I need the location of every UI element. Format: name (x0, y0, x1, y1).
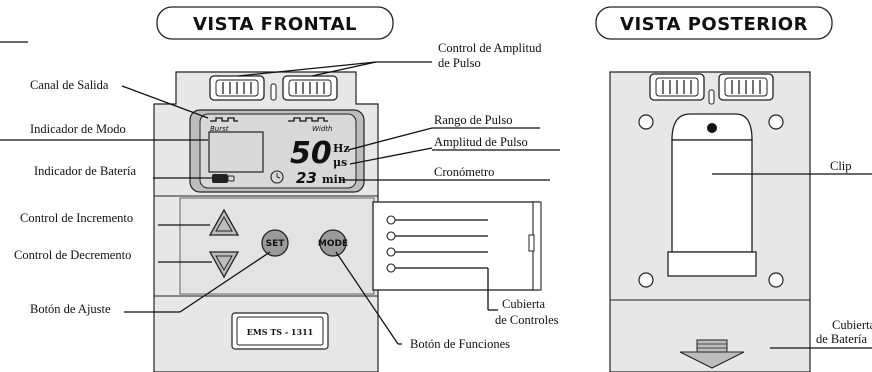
label-amplitude-control-2: de Pulso (438, 56, 481, 70)
lcd-unit-us: μs (333, 156, 347, 169)
label-output-channel: Canal de Salida (30, 78, 109, 92)
set-button[interactable]: SET (261, 229, 289, 257)
label-decrement-control: Control de Decremento (14, 248, 131, 262)
model-label: EMS TS - 1311 (247, 327, 313, 337)
lcd-width: Width (312, 125, 333, 133)
label-battery-cover-2: de Batería (816, 332, 867, 346)
label-amplitude-control-1: Control de Amplitud (438, 41, 542, 55)
lcd-minutes: 23 (296, 169, 317, 187)
label-pulse-amplitude: Amplitud de Pulso (434, 135, 528, 149)
amplitude-knob-left[interactable] (209, 75, 265, 101)
front-leader-lines (0, 61, 560, 345)
lcd-min-label: min (322, 173, 346, 186)
svg-text:SET: SET (266, 239, 286, 249)
rear-title: VISTA POSTERIOR (620, 14, 808, 35)
screw-hole-icon (768, 272, 784, 288)
increment-button[interactable] (208, 208, 240, 236)
decrement-button[interactable] (208, 251, 240, 279)
rear-leader-lines (712, 173, 872, 349)
knob-divider (270, 83, 277, 101)
amplitude-knob-right[interactable] (282, 75, 338, 101)
label-pulse-rate: Rango de Pulso (434, 113, 512, 127)
screw-hole-icon (638, 272, 654, 288)
model-plate: EMS TS - 1311 (231, 312, 329, 350)
label-clip: Clip (830, 159, 852, 173)
battery-icon (212, 174, 235, 183)
front-title-box: VISTA FRONTAL (156, 6, 394, 40)
label-increment-control: Control de Incremento (20, 211, 133, 225)
screw-hole-icon (768, 114, 784, 130)
label-battery-cover-1: Cubierta (832, 318, 872, 332)
label-mode-indicator: Indicador de Modo (30, 122, 126, 136)
front-device: Burst Width 50 Hz μs 23 min (153, 71, 379, 372)
label-function-button: Botón de Funciones (410, 337, 510, 351)
mode-indicator-box (208, 131, 264, 173)
lcd-value: 50 (290, 136, 332, 171)
rear-title-box: VISTA POSTERIOR (595, 6, 833, 40)
rear-knob-right (718, 73, 774, 101)
battery-cover-arrow-icon[interactable] (679, 339, 745, 369)
screw-hole-icon (638, 114, 654, 130)
rear-knob-left (649, 73, 705, 101)
label-set-button: Botón de Ajuste (30, 302, 111, 316)
label-controls-cover-1: Cubierta (502, 297, 545, 311)
lcd-unit-hz: Hz (333, 142, 350, 155)
mode-button[interactable]: MODE (318, 229, 348, 257)
belt-clip[interactable] (667, 113, 757, 277)
front-title: VISTA FRONTAL (193, 14, 357, 35)
controls-cover[interactable] (372, 201, 542, 291)
svg-text:MODE: MODE (318, 239, 348, 249)
lcd-burst: Burst (210, 125, 229, 133)
label-timer: Cronómetro (434, 165, 494, 179)
clock-icon (270, 170, 284, 184)
label-battery-indicator: Indicador de Batería (34, 164, 136, 178)
label-controls-cover-2: de Controles (495, 313, 559, 327)
rear-device (609, 71, 811, 372)
